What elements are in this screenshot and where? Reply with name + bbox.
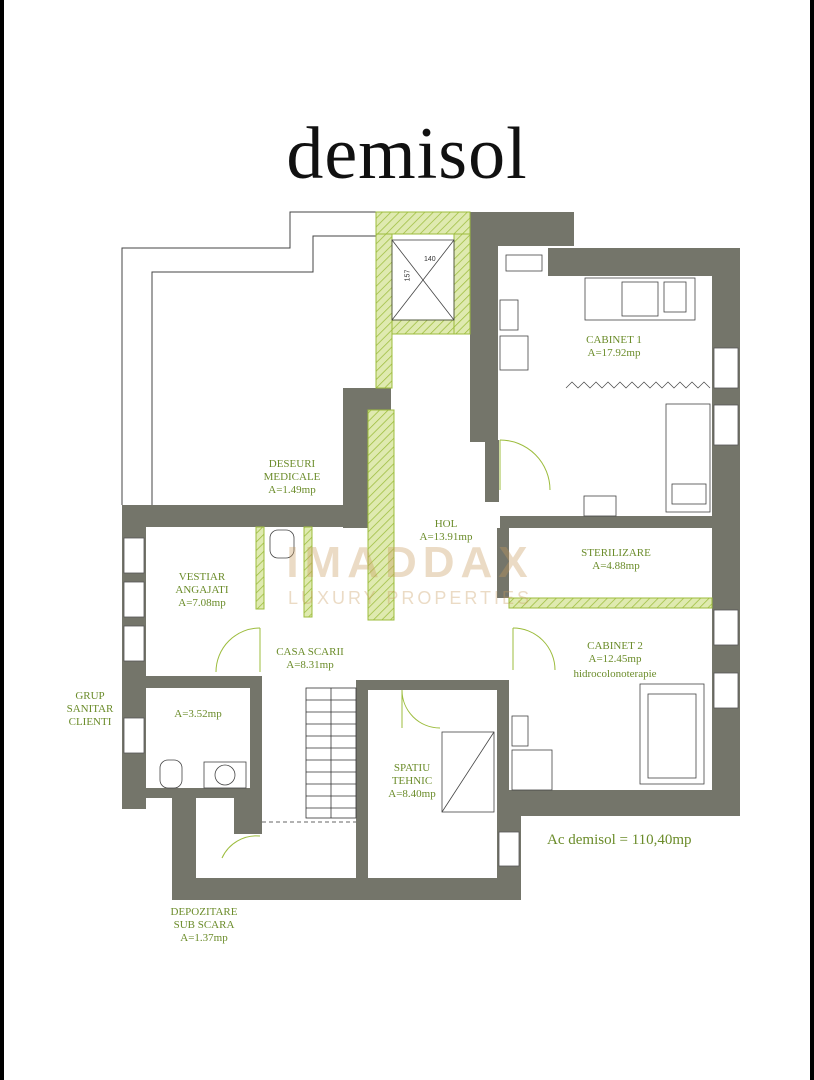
- room-name: STERILIZARE: [581, 547, 651, 559]
- room-name-line3: CLIENTI: [68, 716, 112, 728]
- inner-outline: [151, 235, 376, 505]
- room-casa-scarii: CASA SCARII A=8.31mp: [264, 646, 356, 672]
- room-area: A=13.91mp: [419, 531, 473, 543]
- room-deseuri-medicale: DESEURI MEDICALE A=1.49mp: [244, 458, 340, 497]
- grup-sanitar-area: A=3.52mp: [174, 708, 222, 720]
- total-area: Ac demisol = 110,40mp: [547, 832, 692, 848]
- room-sterilizare: STERILIZARE A=4.88mp: [568, 547, 664, 573]
- room-grup-sanitar: GRUP SANITAR CLIENTI: [58, 690, 122, 729]
- room-name: DEPOZITARE: [170, 906, 238, 918]
- room-depozitare-sub-scara: DEPOZITARE SUB SCARA A=1.37mp: [156, 906, 252, 945]
- elevator-shaft: [391, 239, 455, 321]
- room-area: A=1.49mp: [268, 484, 316, 496]
- room-name-line2: MEDICALE: [263, 471, 321, 483]
- room-spatiu-tehnic: SPATIU TEHNIC A=8.40mp: [376, 762, 448, 801]
- room-name: GRUP: [75, 690, 105, 702]
- room-name: SPATIU: [393, 762, 431, 774]
- room-name: VESTIAR: [178, 571, 226, 583]
- room-name: CASA SCARII: [276, 646, 344, 658]
- windows: [123, 347, 739, 867]
- exterior-outline: [121, 211, 376, 505]
- room-name: HOL: [434, 518, 458, 530]
- room-cabinet-2: CABINET 2 A=12.45mp hidrocolonoterapie: [560, 640, 670, 681]
- dimension-width: 140: [424, 256, 436, 263]
- room-name-line2: SANITAR: [66, 703, 114, 715]
- fixtures: [159, 254, 711, 813]
- curtain-line: [565, 381, 711, 389]
- room-area: A=8.31mp: [286, 659, 334, 671]
- room-note: hidrocolonoterapie: [573, 668, 657, 680]
- room-hol: HOL A=13.91mp: [406, 518, 486, 544]
- room-name-line2: ANGAJATI: [175, 584, 229, 596]
- room-area: A=7.08mp: [178, 597, 226, 609]
- room-name-line2: TEHNIC: [391, 775, 433, 787]
- dimension-height: 157: [404, 269, 412, 282]
- plan-title: demisol: [286, 113, 528, 195]
- room-area: A=4.88mp: [592, 560, 640, 572]
- room-area: A=8.40mp: [388, 788, 436, 800]
- room-name: CABINET 1: [586, 334, 642, 346]
- door-swings: [215, 439, 556, 859]
- room-area: A=1.37mp: [180, 932, 228, 944]
- room-cabinet-1: CABINET 1 A=17.92mp: [572, 334, 656, 360]
- room-area: A=17.92mp: [587, 347, 641, 359]
- room-name: DESEURI: [268, 458, 316, 470]
- staircase: [262, 687, 357, 823]
- room-name: CABINET 2: [587, 640, 643, 652]
- room-vestiar-angajati: VESTIAR ANGAJATI A=7.08mp: [162, 571, 242, 610]
- room-area: A=12.45mp: [588, 653, 642, 665]
- room-name-line2: SUB SCARA: [173, 919, 235, 931]
- partition-walls: [255, 211, 713, 621]
